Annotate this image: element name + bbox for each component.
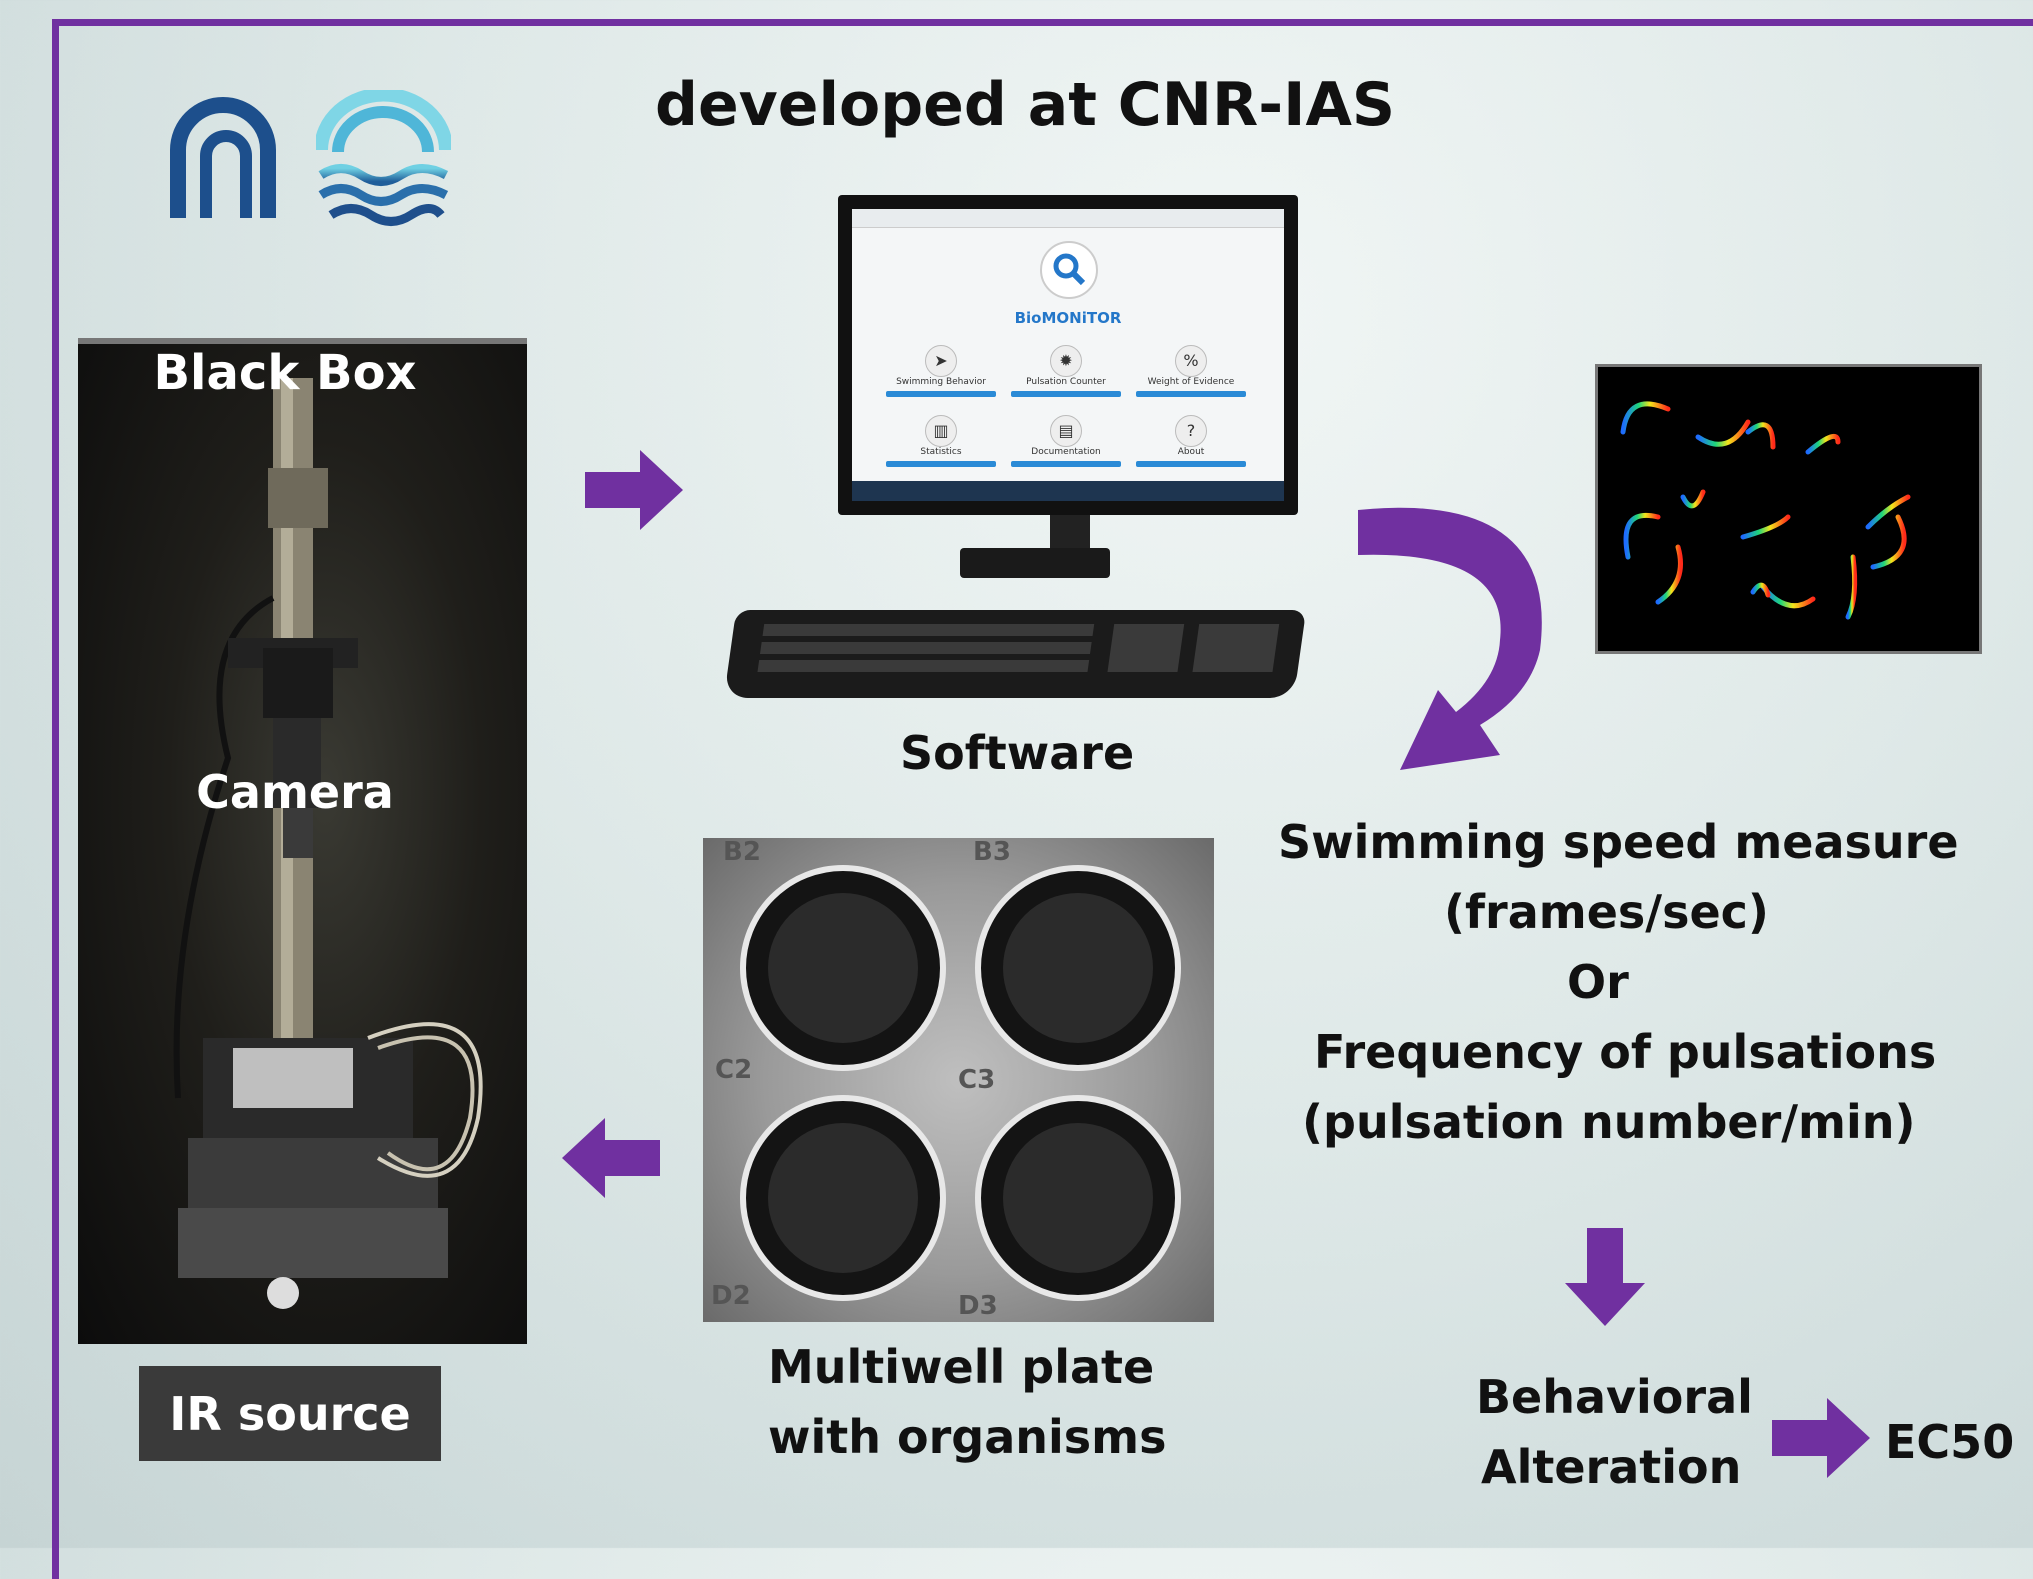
curved-arrow-icon bbox=[1358, 507, 1542, 770]
slide-frame bbox=[52, 19, 2033, 1579]
camera-rig-illustration bbox=[78, 338, 527, 1309]
well-label: D2 bbox=[711, 1281, 751, 1311]
app-menubar bbox=[852, 209, 1284, 228]
tile-label: Statistics bbox=[920, 447, 962, 457]
arrow-down-icon bbox=[1565, 1228, 1645, 1326]
tile-label: About bbox=[1177, 447, 1205, 457]
gear-burst-icon: ✹ bbox=[1050, 345, 1082, 377]
black-box-photo bbox=[78, 338, 527, 1344]
black-box-label: Black Box bbox=[153, 345, 417, 401]
outcome-line-2: Alteration bbox=[1481, 1440, 1742, 1494]
cnr-logo-icon bbox=[170, 97, 276, 218]
ir-source-label: IR source bbox=[139, 1366, 441, 1461]
tile-documentation[interactable]: ▤ Documentation bbox=[1007, 415, 1125, 475]
tile-statistics[interactable]: ▥ Statistics bbox=[882, 415, 1000, 475]
tile-swimming-behavior[interactable]: ➤ Swimming Behavior bbox=[882, 345, 1000, 405]
ias-waves-logo-icon bbox=[316, 90, 451, 226]
outcome-line-1: Behavioral bbox=[1476, 1370, 1753, 1424]
well-label: C3 bbox=[958, 1065, 995, 1095]
keyboard bbox=[723, 610, 1307, 698]
search-icon bbox=[1040, 241, 1098, 299]
tracking-output-image bbox=[1595, 364, 1982, 654]
arrow-right-icon bbox=[585, 450, 683, 530]
measure-line-2: (frames/sec) bbox=[1444, 885, 1769, 939]
well-label: D3 bbox=[958, 1291, 998, 1321]
measure-line-1: Swimming speed measure bbox=[1278, 815, 1959, 869]
question-icon: ? bbox=[1175, 415, 1207, 447]
camera-label: Camera bbox=[196, 765, 394, 819]
computer-monitor: BioMONiTOR ➤ Swimming Behavior ✹ Pulsati… bbox=[838, 195, 1298, 515]
navigation-arrow-icon: ➤ bbox=[925, 345, 957, 377]
tile-pulsation-counter[interactable]: ✹ Pulsation Counter bbox=[1007, 345, 1125, 405]
measure-line-5: (pulsation number/min) bbox=[1302, 1095, 1916, 1149]
tile-button[interactable] bbox=[1011, 461, 1121, 467]
measure-line-4: Frequency of pulsations bbox=[1314, 1025, 1937, 1079]
tile-button[interactable] bbox=[886, 461, 996, 467]
well-label: B3 bbox=[973, 838, 1011, 867]
software-screen: BioMONiTOR ➤ Swimming Behavior ✹ Pulsati… bbox=[852, 209, 1284, 501]
tile-label: Pulsation Counter bbox=[1026, 377, 1106, 387]
tile-weight-of-evidence[interactable]: % Weight of Evidence bbox=[1132, 345, 1250, 405]
percent-icon: % bbox=[1175, 345, 1207, 377]
multiwell-label-line-1: Multiwell plate bbox=[768, 1340, 1155, 1394]
arrow-right-icon bbox=[1772, 1398, 1870, 1478]
multiwell-label-line-2: with organisms bbox=[768, 1410, 1167, 1464]
measure-line-3: Or bbox=[1567, 955, 1629, 1009]
ec50-label: EC50 bbox=[1885, 1415, 2015, 1469]
software-label: Software bbox=[900, 726, 1135, 780]
tile-buttons[interactable] bbox=[1011, 391, 1121, 397]
tile-label: Documentation bbox=[1031, 447, 1101, 457]
well-label: B2 bbox=[723, 838, 761, 867]
tile-button[interactable] bbox=[1136, 391, 1246, 397]
app-name: BioMONiTOR bbox=[1014, 309, 1122, 327]
taskbar bbox=[852, 481, 1284, 501]
tile-label: Swimming Behavior bbox=[896, 377, 986, 387]
arrow-left-icon bbox=[562, 1118, 660, 1198]
monitor-base bbox=[960, 548, 1110, 578]
tile-label: Weight of Evidence bbox=[1147, 377, 1235, 387]
tile-about[interactable]: ? About bbox=[1132, 415, 1250, 475]
bar-chart-icon: ▥ bbox=[925, 415, 957, 447]
well-label: C2 bbox=[715, 1055, 752, 1085]
document-icon: ▤ bbox=[1050, 415, 1082, 447]
page-title: developed at CNR-IAS bbox=[655, 70, 1396, 140]
tile-buttons[interactable] bbox=[886, 391, 996, 397]
multiwell-plate-photo: B2 B3 C2 C3 D2 D3 bbox=[703, 838, 1214, 1322]
tile-button[interactable] bbox=[1136, 461, 1246, 467]
